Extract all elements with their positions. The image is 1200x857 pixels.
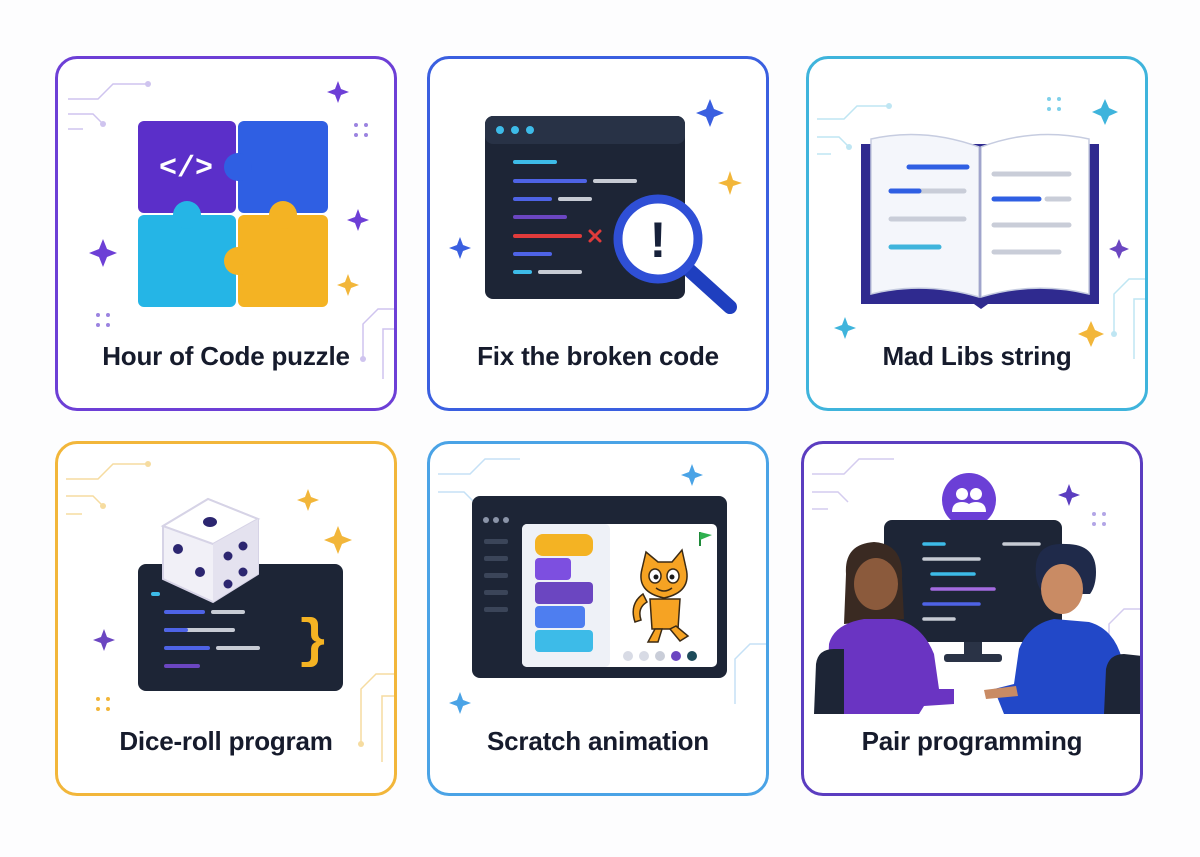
puzzle-code-icon: </> [68, 81, 394, 379]
card-mad-libs-string[interactable]: Mad Libs string [806, 56, 1148, 411]
card-fix-the-broken-code[interactable]: ! Fix the broken code [427, 56, 769, 411]
pair-programming-icon [804, 458, 1140, 714]
svg-text:!: ! [650, 212, 667, 268]
card-title: Pair programming [861, 726, 1083, 756]
card-title: Dice-roll program [119, 726, 333, 756]
card-title: Fix the broken code [477, 341, 719, 371]
code-magnifier-icon: ! [449, 99, 742, 314]
svg-text:}: } [297, 612, 329, 673]
card-scratch-animation[interactable]: Scratch animation [427, 441, 769, 796]
card-hour-of-code-puzzle[interactable]: </> Hour of Code puzzle [55, 56, 397, 411]
card-title: Hour of Code puzzle [102, 341, 350, 371]
scratch-editor-icon [438, 458, 766, 714]
svg-text:</>: </> [159, 152, 213, 186]
card-title: Scratch animation [487, 726, 709, 756]
open-book-icon [817, 97, 1145, 359]
card-title: Mad Libs string [882, 341, 1072, 371]
card-dice-roll-program[interactable]: } Dice-roll program [55, 441, 397, 796]
card-pair-programming[interactable]: Pair programming [801, 441, 1143, 796]
dice-code-icon: } [66, 461, 394, 762]
